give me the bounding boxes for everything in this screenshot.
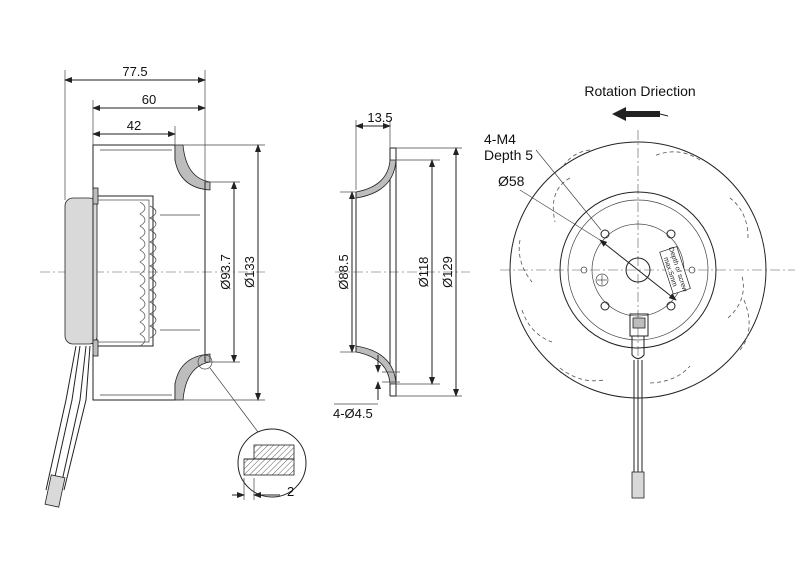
screw-hole-3 (600, 301, 610, 311)
dim-holes: 4-Ø4.5 (333, 406, 373, 421)
side-view: 77.5 60 42 Ø93.7 Ø133 2 (40, 64, 307, 508)
rotation-direction-label: Rotation Driection (584, 83, 695, 99)
front-view: Depth of screw max:5mm Rotation Driectio… (484, 83, 795, 499)
screw-hole-4 (666, 301, 676, 311)
dim-60: 60 (142, 92, 156, 107)
dim-wall: 2 (287, 484, 294, 499)
screw-label-2: Depth 5 (484, 147, 533, 163)
inlet-ring-top (174, 144, 211, 191)
motor-body (92, 195, 154, 347)
dim-ring-outer-dia: Ø129 (440, 256, 455, 288)
dim-ring-mid-dia: Ø118 (416, 257, 431, 288)
impeller-blades (518, 149, 750, 384)
dim-ring-inner-dia: Ø88.5 (336, 254, 351, 289)
flange-bottom (92, 339, 99, 357)
impeller-shroud (100, 149, 172, 396)
rotation-arrow-icon (612, 107, 669, 121)
screw-leader (535, 149, 602, 231)
bolt-circle-dia: Ø58 (498, 173, 525, 189)
hub-inner-circle (567, 199, 709, 341)
dim-inlet-dia: Ø93.7 (218, 254, 233, 289)
dim-thickness: 13.5 (367, 110, 392, 125)
ground-symbol (595, 273, 609, 287)
ring-view: 13.5 Ø88.5 Ø118 Ø129 4-Ø4.5 (333, 110, 470, 421)
rotor-fins (139, 201, 157, 347)
dim-outer-dia: Ø133 (242, 256, 257, 288)
screw-hole-2 (666, 229, 676, 239)
hub-outer-circle (559, 191, 717, 349)
inlet-ring-bottom (174, 353, 211, 401)
screw-label-1: 4-M4 (484, 131, 516, 147)
bolt-circle-leader (519, 189, 601, 241)
side-cables (44, 345, 91, 508)
hub-note-label: Depth of screw max:5mm (659, 246, 691, 295)
cable-exit (629, 313, 649, 499)
dim-77-5: 77.5 (122, 64, 147, 79)
detail-callout (237, 428, 307, 498)
motor-cap (64, 197, 98, 345)
motor-body-inner (96, 199, 150, 343)
screw-hole-1 (600, 229, 610, 239)
dim-42: 42 (127, 118, 141, 133)
flange-top (92, 187, 99, 205)
detail-section (243, 444, 295, 476)
